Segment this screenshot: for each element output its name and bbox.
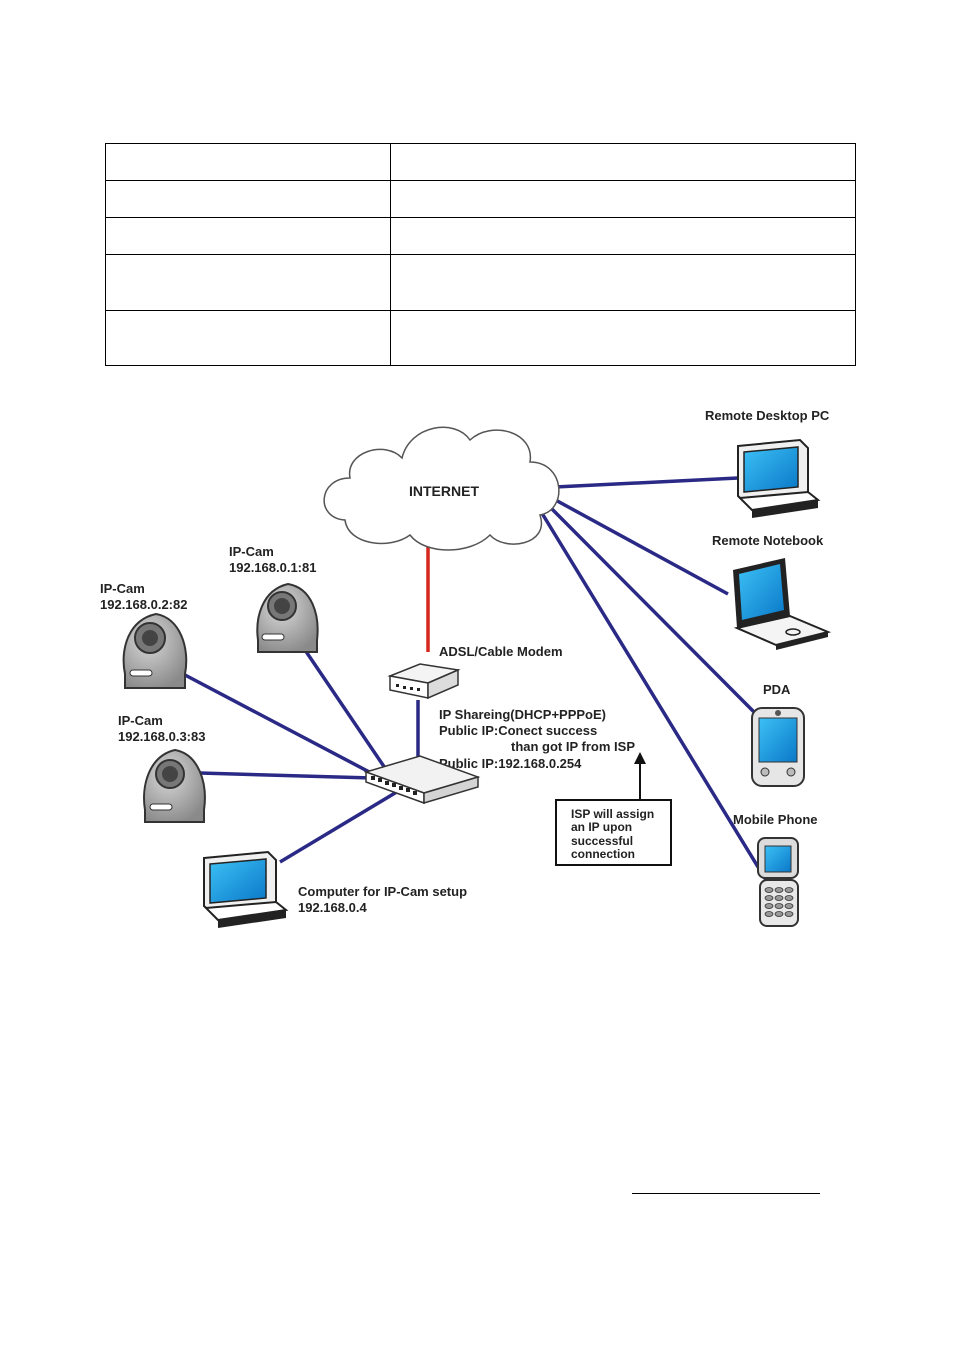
signature-line [632,1193,820,1194]
link-pda [543,500,756,714]
table-cell [390,217,856,255]
table-cell [390,143,856,181]
cam1-ip: 192.168.0.1:81 [229,560,316,575]
modem-icon [387,663,461,700]
network-diagram: INTERNET ADSL/Cable Modem IP Shareing(DH… [100,408,832,928]
link-cam2 [184,673,376,777]
router-line1: IP Shareing(DHCP+PPPoE) [439,707,606,722]
pda-icon [751,707,805,787]
mobile-phone-icon [757,837,799,927]
table-row [105,310,856,366]
table-row [105,217,856,255]
cam3-name: IP-Cam [118,713,163,728]
link-mobile-phone [538,509,768,881]
link-setup-pc [279,788,401,864]
router-line4: Public IP:192.168.0.254 [439,756,582,771]
switch-icon [363,755,481,805]
remote-notebook-icon [733,558,832,650]
remote-notebook-label: Remote Notebook [712,533,824,548]
cam3-ip: 192.168.0.3:83 [118,729,205,744]
isp-arrow [634,752,646,800]
link-remote-notebook [549,495,729,596]
internet-cloud: INTERNET [323,426,560,551]
setup-pc-icon [203,850,289,928]
internet-label: INTERNET [409,483,479,499]
modem-label: ADSL/Cable Modem [439,644,563,659]
table-cell [105,217,391,255]
isp-line4: connection [571,847,635,861]
router-line3: than got IP from ISP [511,739,635,754]
router-line2: Public IP:Conect success [439,723,597,738]
link-cam1 [303,649,387,769]
connection-lines [184,476,768,881]
table-row [105,254,856,311]
table-cell [105,143,391,181]
cam1-name: IP-Cam [229,544,274,559]
table-cell [105,310,391,366]
isp-line2: an IP upon [571,820,632,834]
table-row [105,180,856,218]
table-cell [105,254,391,311]
table-row [105,143,856,181]
info-table [105,143,856,366]
table-cell [390,310,856,366]
table-cell [105,180,391,218]
isp-line1: ISP will assign [571,807,654,821]
mobile-phone-label: Mobile Phone [733,812,818,827]
table-cell [390,254,856,311]
pda-label: PDA [763,682,791,697]
isp-line3: successful [571,834,633,848]
isp-box: ISP will assign an IP upon successful co… [555,799,672,866]
cam2-name: IP-Cam [100,581,145,596]
link-cam3 [199,771,373,780]
setup-pc-line2: 192.168.0.4 [298,900,367,915]
remote-desktop-icon [737,438,821,518]
table-cell [390,180,856,218]
cam3-icon [143,748,206,823]
remote-desktop-label: Remote Desktop PC [705,408,830,423]
setup-pc-line1: Computer for IP-Cam setup [298,884,467,899]
cam2-icon [122,612,188,689]
cam2-ip: 192.168.0.2:82 [100,597,187,612]
cam1-icon [256,582,319,653]
link-remote-desktop [554,476,739,489]
